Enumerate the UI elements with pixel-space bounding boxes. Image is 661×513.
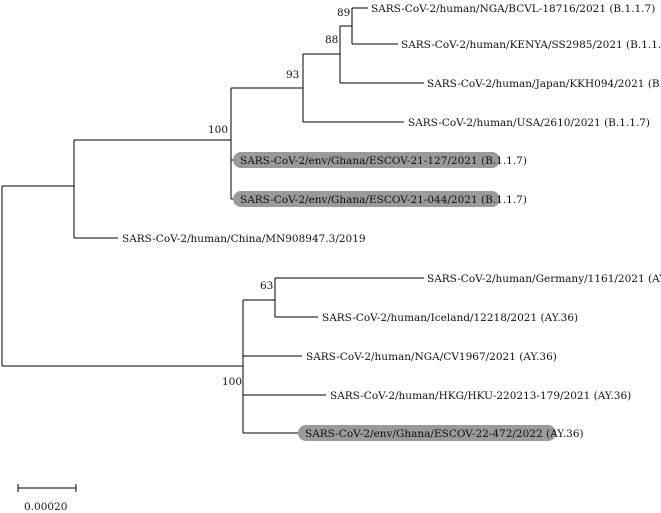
bootstrap-value: 88 — [325, 34, 338, 46]
leaf-label-hkg: SARS-CoV-2/human/HKG/HKU-220213-179/2021… — [330, 390, 631, 402]
scale-bar-label: 0.00020 — [24, 501, 67, 513]
leaf-label-china: SARS-CoV-2/human/China/MN908947.3/2019 — [122, 233, 366, 245]
leaf-labels: SARS-CoV-2/human/NGA/BCVL-18716/2021 (B.… — [122, 3, 661, 440]
bootstrap-value: 100 — [222, 376, 242, 388]
bootstrap-value: 89 — [337, 7, 350, 19]
ghana127-highlight — [233, 152, 500, 168]
ghana472-highlight — [298, 425, 556, 441]
bootstrap-value: 63 — [260, 280, 273, 292]
leaf-label-japan: SARS-CoV-2/human/Japan/KKH094/2021 (B.1.… — [427, 78, 661, 90]
leaf-label-iceland: SARS-CoV-2/human/Iceland/12218/2021 (AY.… — [322, 312, 578, 324]
leaf-label-nga-cv: SARS-CoV-2/human/NGA/CV1967/2021 (AY.36) — [306, 351, 557, 363]
highlight-boxes — [233, 152, 556, 441]
bootstrap-values: 89 88 93 100 63 100 — [208, 7, 350, 388]
leaf-label-germany: SARS-CoV-2/human/Germany/1161/2021 (AY.3… — [427, 273, 661, 285]
leaf-label-usa: SARS-CoV-2/human/USA/2610/2021 (B.1.1.7) — [408, 117, 650, 129]
bootstrap-value: 93 — [286, 69, 299, 81]
bootstrap-value: 100 — [208, 124, 228, 136]
scale-bar: 0.00020 — [17, 484, 77, 513]
leaf-label-kenya: SARS-CoV-2/human/KENYA/SS2985/2021 (B.1.… — [401, 39, 661, 51]
tree-branches — [1, 7, 424, 434]
leaf-label-nga-bcvl: SARS-CoV-2/human/NGA/BCVL-18716/2021 (B.… — [371, 3, 655, 15]
leaf-label-ghana472: SARS-CoV-2/env/Ghana/ESCOV-22-472/2022 (… — [305, 428, 584, 440]
leaf-label-ghana127: SARS-CoV-2/env/Ghana/ESCOV-21-127/2021 (… — [240, 155, 527, 167]
leaf-label-ghana044: SARS-CoV-2/env/Ghana/ESCOV-21-044/2021 (… — [240, 194, 527, 206]
ghana044-highlight — [233, 191, 500, 207]
